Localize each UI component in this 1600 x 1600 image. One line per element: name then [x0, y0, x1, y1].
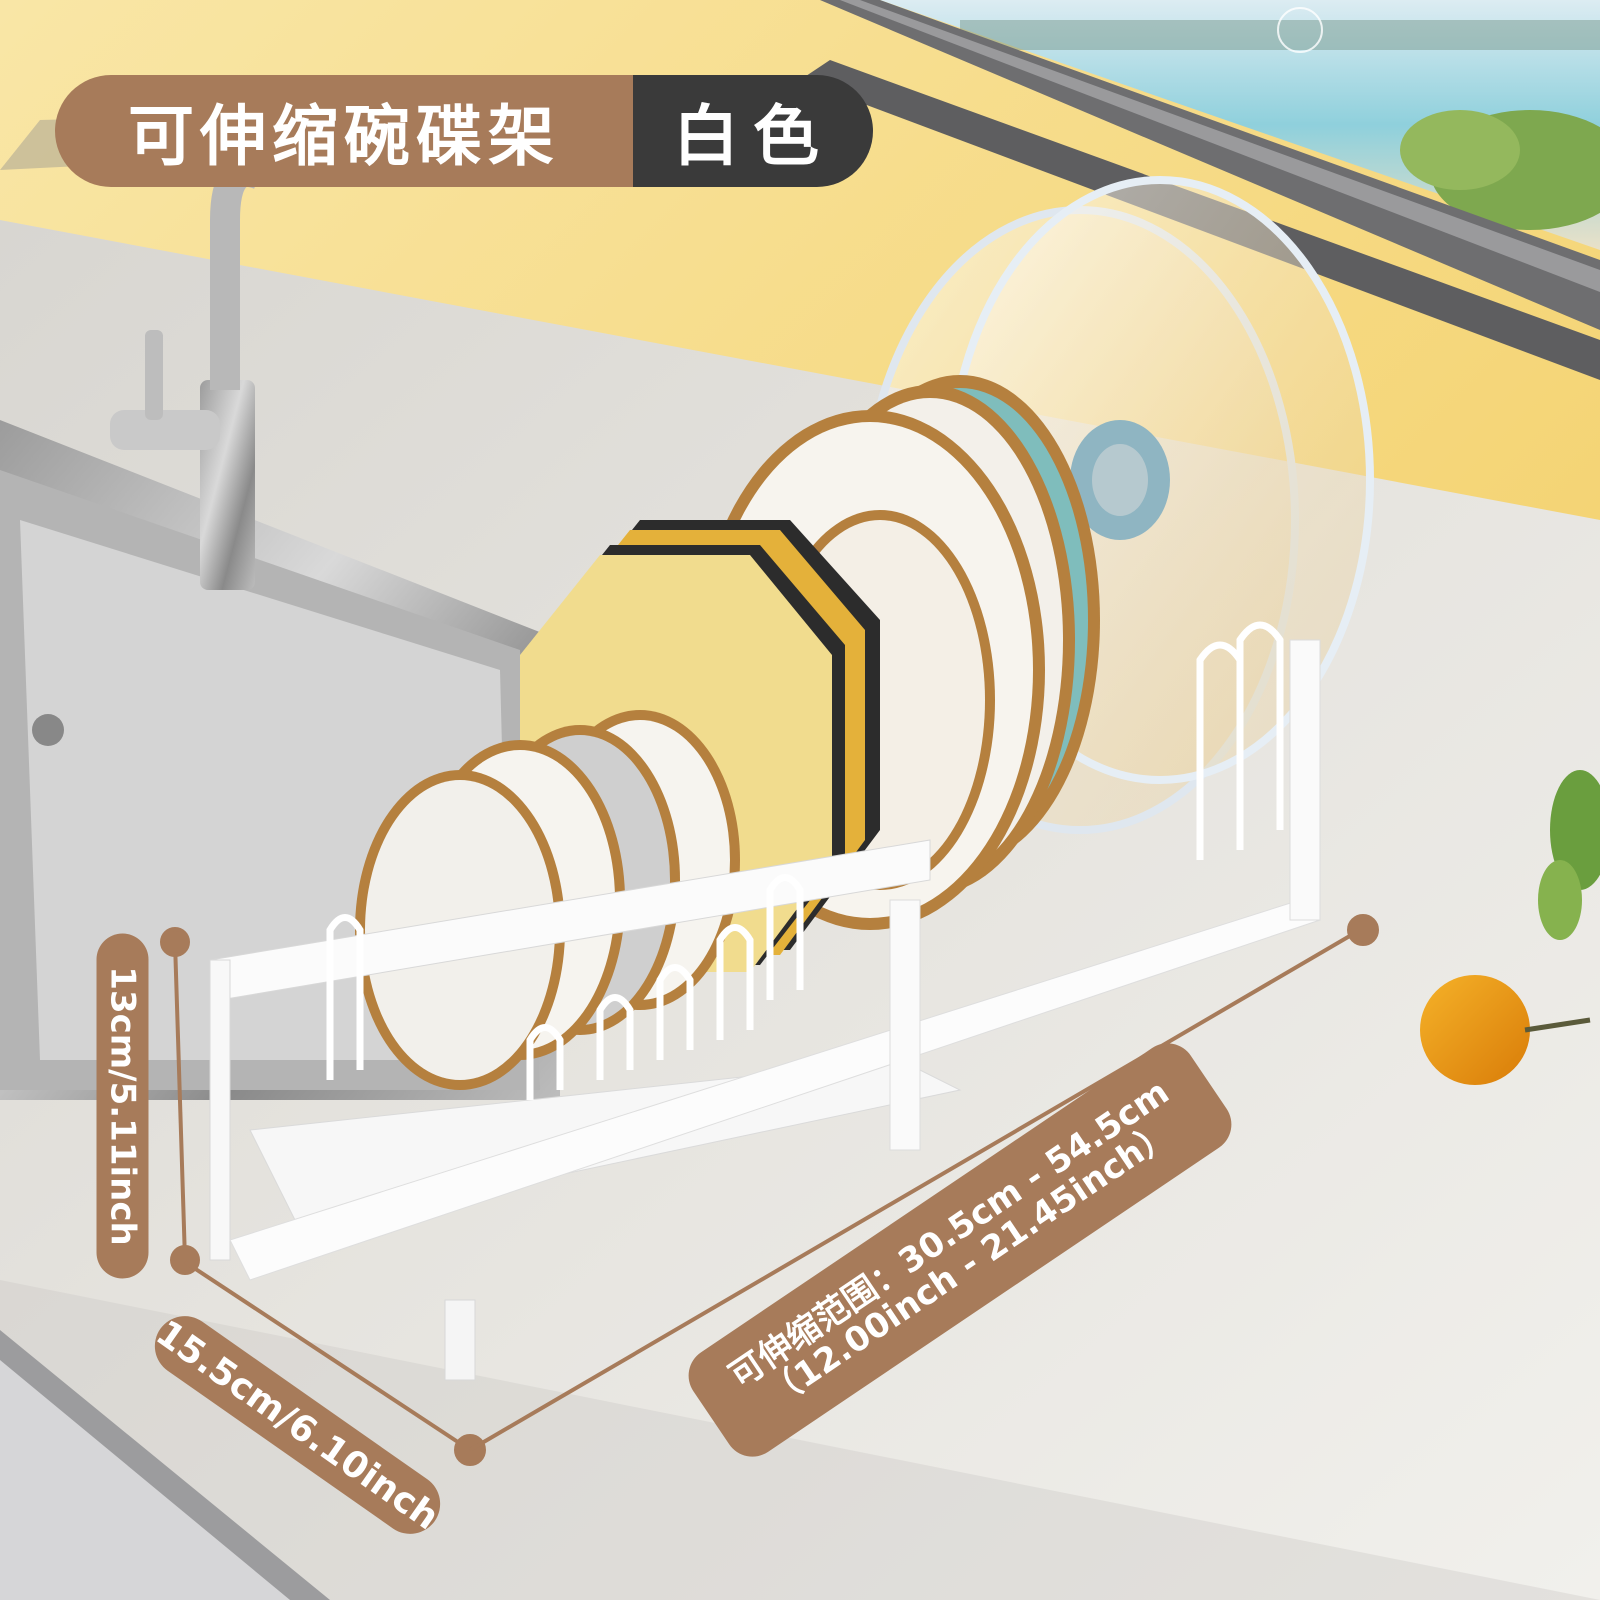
title-banner: 可伸缩碗碟架 白色 — [55, 75, 873, 187]
color-variant-label: 白色 — [633, 75, 873, 187]
product-name-label: 可伸缩碗碟架 — [55, 75, 633, 187]
height-dimension-label: 13cm/5.11inch — [96, 933, 149, 1279]
